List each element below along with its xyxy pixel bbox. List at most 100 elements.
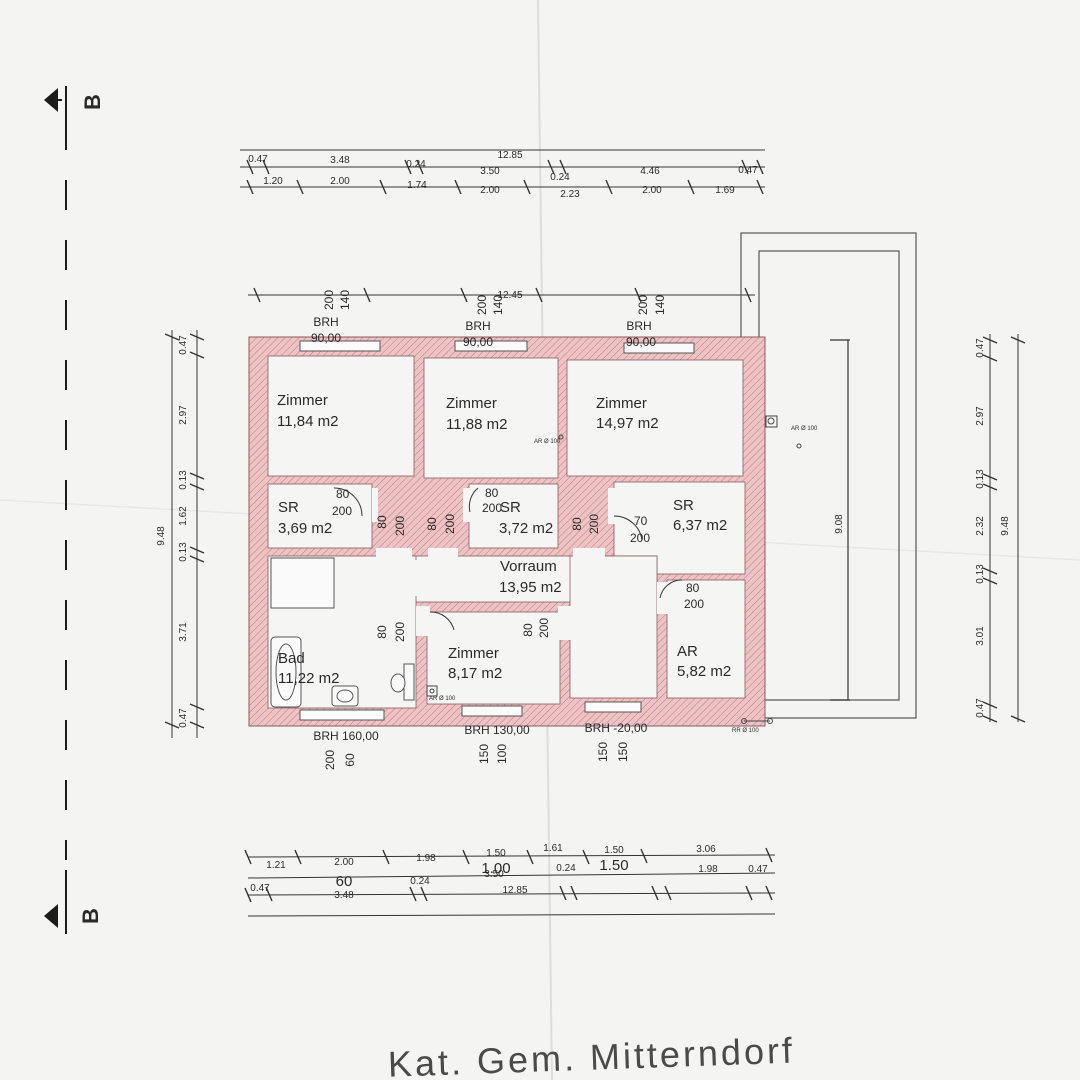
window-1-height: 200 [322,290,336,310]
window-labels-top: BRH 90,00 200 140 BRH 90,00 200 140 BRH … [311,290,667,349]
top-dim-7: 0.47 [738,165,758,176]
room-2-area: 11,88 m2 [446,416,507,433]
top-dim2-3: 1.74 [407,180,427,191]
section-label-top: B [80,94,105,110]
room-6-area: 6,37 m2 [673,517,727,534]
right-dim-5: 0.13 [975,564,986,584]
room-6-name: SR [673,497,694,514]
top-dim2-5: 2.23 [560,189,580,200]
room-4-area: 3,69 m2 [278,520,332,537]
left-dim-4: 1.62 [178,506,189,526]
door-4-h: 200 [393,516,407,536]
toilet [403,663,415,701]
bottom-opening-2: 1.00 [481,860,510,877]
right-dim-6: 3.01 [975,626,986,646]
door-2-h: 200 [482,501,502,515]
room-1-name: Zimmer [277,392,328,409]
bottom-dim2-1: 0.47 [250,883,270,894]
window-2-val: 90,00 [463,335,493,349]
bathtub-basin [275,643,297,701]
window-6-height: 150 [596,742,610,762]
top-dimension-chains [240,149,765,303]
right-dim-1: 0.47 [975,338,986,358]
window-3-width: 140 [653,295,667,315]
terrace-dim: 9.08 [834,514,845,534]
window-3-brh: BRH [626,319,651,333]
room-sr-1 [267,483,373,549]
room-1-area: 11,84 m2 [277,413,338,430]
room-zimmer-1 [267,355,415,477]
left-dim-2: 2.97 [178,405,189,425]
window-4-width: 60 [343,753,357,767]
top-dim2-4: 2.00 [480,185,500,196]
window-4-height: 200 [323,750,337,770]
right-dimension-labels: 0.47 2.97 0.13 2.32 0.13 3.01 0.47 9.48 [975,338,1011,718]
top-dim-6: 4.46 [640,166,660,177]
door-3-w: 70 [634,514,648,528]
door-6-w: 80 [570,517,584,531]
top-dim2-7: 1.69 [715,185,735,196]
room-3-area: 14,97 m2 [596,415,659,432]
room-3-name: Zimmer [596,395,647,412]
left-dimension-labels: 0.47 2.97 0.13 1.62 0.13 3.71 0.47 9.48 [156,335,189,728]
room-interiors [267,355,746,709]
bottom-dim-7: 3.06 [696,844,716,855]
window-5-width: 100 [495,744,509,764]
room-10-area: 5,82 m2 [677,663,731,680]
door-labels: 80 200 80 200 70 200 80 200 80 200 80 20… [332,486,704,642]
door-swings [333,487,683,631]
door-3-h: 200 [630,531,650,545]
room-2-name: Zimmer [446,395,497,412]
window-2-brh: BRH [465,319,490,333]
door-8-w: 80 [375,625,389,639]
bottom-dim2-2: 3.48 [334,890,354,901]
room-5-area: 3,72 m2 [499,520,553,537]
pipe-labels: AR Ø 100 AR Ø 100 AR Ø 100 RR Ø 100 [429,426,818,734]
bottom-dim-2: 2.00 [334,857,354,868]
window-3-val: 90,00 [626,335,656,349]
window-1-brh: BRH [313,315,338,329]
top-dim2-2: 2.00 [330,176,350,187]
pipe-label-3: AR Ø 100 [429,696,456,702]
room-9-area: 8,17 m2 [448,665,502,682]
bottom-dim2-7: 0.47 [748,864,768,875]
window-2-height: 200 [475,295,489,315]
bottom-opening-1: 60 [336,873,353,890]
room-zimmer-2 [423,357,559,479]
left-dim-1: 0.47 [178,335,189,355]
top-overall-dim: 12.85 [497,150,522,161]
bottom-dim-4: 1.50 [486,848,506,859]
pipes [426,415,802,724]
door-1-w: 80 [336,487,350,501]
room-9-name: Zimmer [448,645,499,662]
room-8-area: 11,22 m2 [278,670,339,687]
top-dim-1: 0.47 [248,154,268,165]
top-wall-overall-dim: 12.45 [497,290,522,301]
window-5-height: 150 [477,744,491,764]
top-dim-3: 0.24 [406,159,426,170]
door-openings [372,488,669,640]
right-dim-3: 0.13 [975,469,986,489]
room-4-name: SR [278,499,299,516]
window-3-height: 200 [636,295,650,315]
room-zimmer-4 [426,611,561,705]
door-2-w: 80 [485,486,499,500]
bottom-dim-6: 1.50 [604,845,624,856]
window-2-width: 140 [491,295,505,315]
section-label-bottom: B [78,908,103,924]
left-dim-3: 0.13 [178,470,189,490]
room-ar [666,579,746,699]
bottom-dimension-labels: 1.21 2.00 1.98 1.50 1.61 1.50 3.06 60 1.… [250,843,768,901]
door-7-h: 200 [684,597,704,611]
room-labels: Zimmer 11,84 m2 Zimmer 11,88 m2 Zimmer 1… [277,392,731,687]
windows [299,340,695,721]
left-dim-6: 3.71 [178,622,189,642]
door-9-h: 200 [537,618,551,638]
door-4-w: 80 [375,515,389,529]
window-6-brh: BRH -20,00 [585,721,648,735]
window-1-width: 140 [338,290,352,310]
bottom-dim2-5: 0.24 [556,863,576,874]
door-5-w: 80 [425,517,439,531]
bottom-dim-3: 1.98 [416,853,436,864]
bottom-dim2-6: 1.98 [698,864,718,875]
